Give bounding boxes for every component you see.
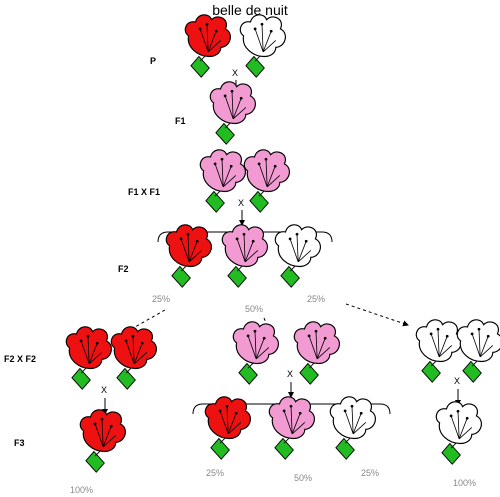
flower-red-f2xf2-left (65, 326, 112, 390)
flower-white-f3 (435, 401, 482, 465)
percent-f3-mix-pink: 50% (294, 473, 312, 483)
flower-pink-f3-mix (268, 396, 315, 460)
cross-symbol-pink: X (287, 369, 293, 379)
cross-symbol-p: X (232, 68, 238, 78)
flower-white-f3-mix (329, 396, 376, 460)
diagram-title: belle de nuit (212, 2, 288, 18)
flower-pink-f2xf2-right (293, 321, 340, 385)
percent-f3-white-line: 100% (453, 478, 476, 488)
flower-white-f2xf2-left (415, 319, 462, 383)
flower-pink-f1xf1-right (243, 149, 290, 213)
flower-pink-f2 (221, 224, 268, 288)
label-f2: F2 (118, 264, 129, 274)
percent-f2-red: 25% (152, 294, 170, 304)
label-f2xf2: F2 X F2 (4, 354, 36, 364)
label-f1xf1: F1 X F1 (128, 187, 160, 197)
flower-red-f2 (165, 224, 212, 288)
percent-f3-red-line: 100% (70, 485, 93, 495)
flower-red-f2xf2-right (110, 326, 157, 390)
flower-red-f3-mix (204, 396, 251, 460)
label-p: P (150, 56, 156, 66)
percent-f3-mix-red: 25% (206, 468, 224, 478)
flower-red-f3 (79, 409, 126, 473)
percent-f2-pink: 50% (245, 304, 263, 314)
flower-red-parent (184, 14, 231, 78)
percent-f2-white: 25% (307, 294, 325, 304)
flower-pink-f1 (209, 81, 256, 145)
flower-white-f2 (274, 224, 321, 288)
dashed-arrow-white (345, 303, 409, 327)
flower-white-parent (239, 14, 286, 78)
cross-symbol-red: X (101, 385, 107, 395)
label-f3: F3 (14, 438, 25, 448)
percent-f3-mix-white: 25% (361, 468, 379, 478)
label-f1: F1 (175, 116, 186, 126)
flower-white-f2xf2-right (456, 319, 500, 383)
flower-pink-f2xf2-left (232, 321, 279, 385)
cross-symbol-f1: X (238, 198, 244, 208)
cross-symbol-white: X (454, 376, 460, 386)
